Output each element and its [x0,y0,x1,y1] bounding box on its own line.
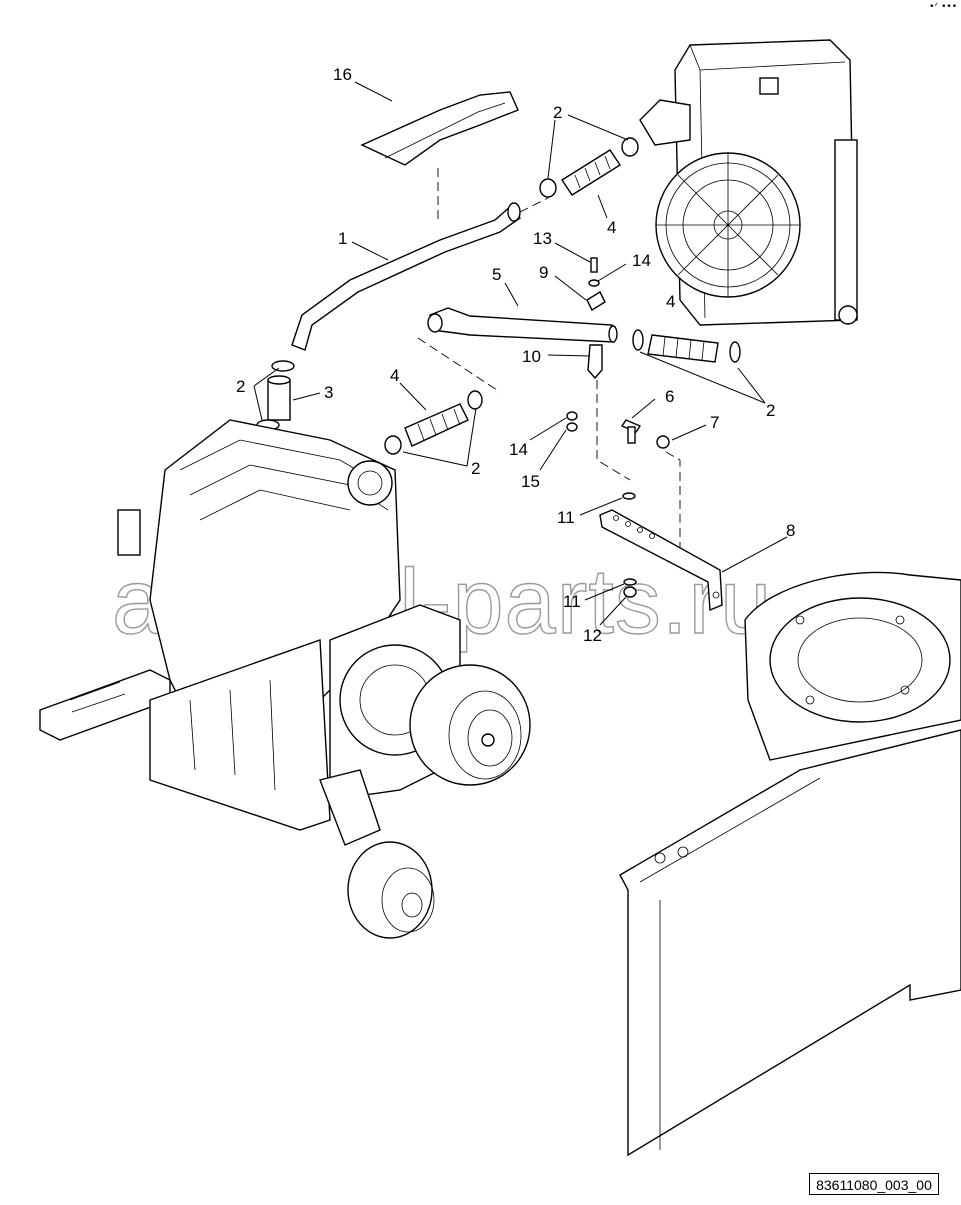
part-11-washer-bottom [623,578,637,586]
callout-8: 8 [786,521,795,540]
leader-lines [253,81,788,626]
corner-mark: •ᐟ ••• [929,2,957,12]
part-9-clip [586,291,606,311]
drawing-reference-number: 83611080_003_00 [809,1173,939,1195]
callout-3: 3 [324,383,333,402]
callout-14: 14 [509,440,528,459]
part-10-bracket [587,344,603,380]
callout-16: 16 [333,65,352,84]
callout-9: 9 [539,263,548,282]
callout-14: 14 [632,251,651,270]
callout-labels: 16 2 4 1 13 14 9 5 4 10 2 2 3 4 6 7 14 2… [236,65,795,645]
callout-4: 4 [666,292,675,311]
part-4-hose-right [632,329,741,363]
part-8-support-bracket [599,509,723,612]
callout-11: 11 [563,592,581,611]
callout-13: 13 [533,229,552,248]
part-16-heat-shield [360,91,519,166]
callout-7: 7 [710,413,719,432]
part-11-washer-top [622,492,636,500]
callout-10: 10 [522,347,541,366]
radiator-fan-assembly [639,39,858,326]
callout-2: 2 [471,459,480,478]
callout-4: 4 [607,218,616,237]
callout-12: 12 [583,626,602,645]
callout-5: 5 [492,265,501,284]
part-3-coupler [256,360,295,431]
part-5-pipe [427,307,618,343]
part-12-nut [623,586,637,598]
part-6-bolt [620,419,642,444]
part-1-air-pipe [291,202,521,351]
part-4-hose-middle [384,390,483,455]
part-13-bolt [588,257,600,287]
part-4-hose-top [539,137,639,198]
callout-11: 11 [557,508,575,527]
pulley-assembly [319,604,531,939]
callout-6: 6 [665,387,674,406]
part-7-washer [656,435,670,449]
callout-2: 2 [553,103,562,122]
callout-2: 2 [236,377,245,396]
callout-15: 15 [521,472,540,491]
callout-1: 1 [338,229,347,248]
chassis-frame [619,571,961,1157]
callout-2: 2 [766,401,775,420]
callout-4: 4 [390,366,399,385]
part-14-15-nut-washer [566,411,578,432]
